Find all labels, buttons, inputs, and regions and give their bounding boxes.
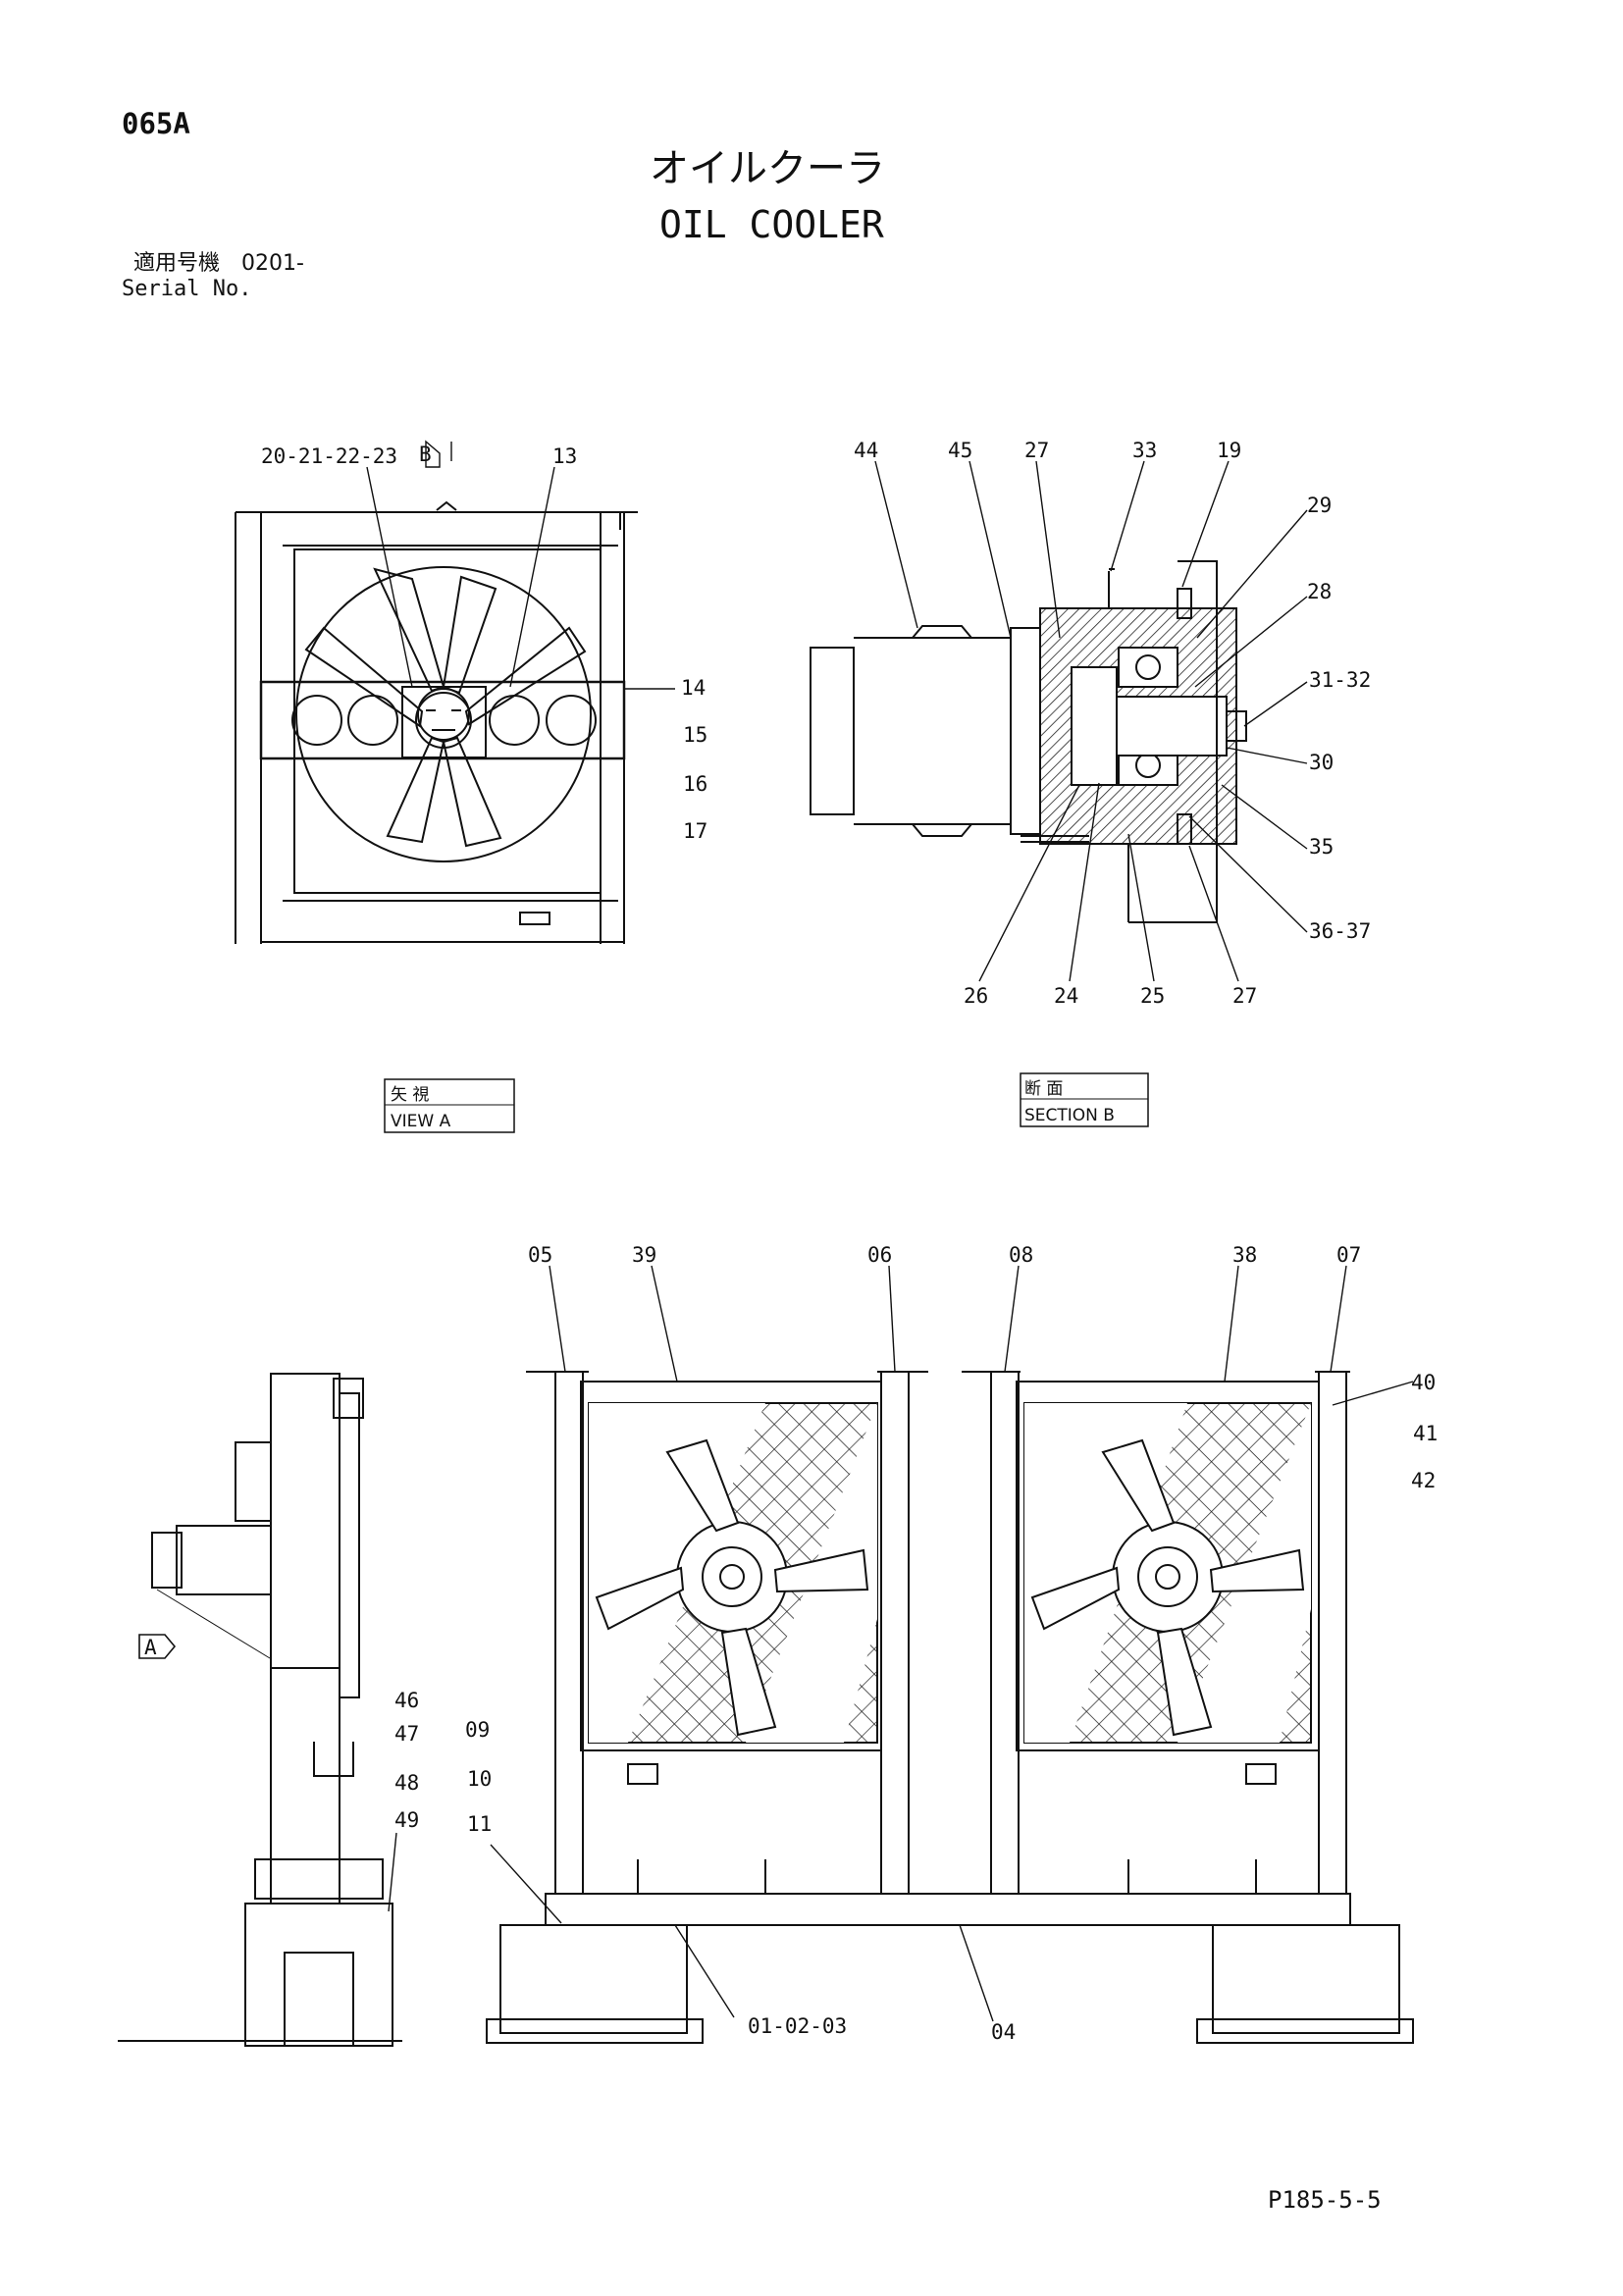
front-view-leaders [490, 1265, 1414, 2022]
serial-label-jp: 適用号機 [133, 251, 221, 276]
title-japanese: オイルクーラ [650, 146, 885, 191]
callout-09: 09 [465, 1718, 490, 1742]
section-b-leaders [874, 460, 1308, 982]
callout-33: 33 [1132, 439, 1157, 462]
callout-46: 46 [394, 1689, 419, 1712]
serial-value: 0201- [241, 251, 304, 276]
callout-b-marker: B [419, 443, 432, 466]
section-b-label: 断 面 SECTION B [1020, 1072, 1149, 1127]
serial-line-jp: 適用号機 0201- [133, 253, 304, 275]
view-a-drawing [235, 500, 638, 944]
view-a-leaders [366, 440, 675, 690]
callout-17: 17 [683, 819, 707, 843]
side-view-leaders [388, 1832, 397, 1912]
serial-label-en: Serial No. [122, 277, 252, 301]
callout-14: 14 [681, 676, 706, 700]
callout-01-02-03: 01-02-03 [748, 2014, 847, 2038]
marker-a: A [138, 1634, 177, 1659]
callout-25: 25 [1140, 984, 1165, 1008]
callout-11: 11 [467, 1812, 492, 1836]
callout-16: 16 [683, 772, 707, 796]
callout-07: 07 [1336, 1243, 1361, 1267]
callout-49: 49 [394, 1808, 419, 1832]
callout-30: 30 [1309, 751, 1334, 774]
callout-44: 44 [854, 439, 878, 462]
callout-15: 15 [683, 723, 707, 747]
callout-27-top: 27 [1024, 439, 1049, 462]
callout-05: 05 [528, 1243, 552, 1267]
callout-19: 19 [1217, 439, 1241, 462]
callout-35: 35 [1309, 835, 1334, 859]
callout-45: 45 [948, 439, 972, 462]
callout-27-bottom: 27 [1232, 984, 1257, 1008]
view-a-label-jp: 矢 視 [391, 1085, 429, 1105]
title-english: OIL COOLER [659, 203, 884, 246]
callout-24: 24 [1054, 984, 1078, 1008]
callout-29: 29 [1307, 494, 1332, 517]
callout-08: 08 [1009, 1243, 1033, 1267]
callout-39: 39 [632, 1243, 656, 1267]
callout-48: 48 [394, 1771, 419, 1795]
section-b-drawing [810, 560, 1247, 923]
callout-36-37: 36-37 [1309, 919, 1371, 943]
callout-06: 06 [867, 1243, 892, 1267]
callout-31-32: 31-32 [1309, 668, 1371, 692]
callout-41: 41 [1413, 1422, 1438, 1445]
callout-38: 38 [1232, 1243, 1257, 1267]
callout-28: 28 [1307, 580, 1332, 603]
drawing-code: 065A [122, 107, 190, 140]
callout-04: 04 [991, 2020, 1016, 2044]
callout-20-21-22-23: 20-21-22-23 [261, 444, 397, 468]
marker-a-letter: A [144, 1636, 157, 1659]
view-a-label: 矢 視 VIEW A [384, 1078, 515, 1133]
callout-40: 40 [1411, 1371, 1436, 1394]
callout-26: 26 [964, 984, 988, 1008]
callout-42: 42 [1411, 1469, 1436, 1492]
section-b-label-jp: 断 面 [1024, 1079, 1063, 1099]
callout-10: 10 [467, 1767, 492, 1791]
callout-13: 13 [552, 444, 577, 468]
view-a-label-en: VIEW A [391, 1112, 451, 1131]
section-b-label-en: SECTION B [1024, 1106, 1115, 1125]
front-view-drawing [486, 1371, 1414, 2044]
side-view-drawing [118, 1373, 402, 2047]
callout-47: 47 [394, 1722, 419, 1746]
page-reference: P185-5-5 [1268, 2186, 1382, 2214]
